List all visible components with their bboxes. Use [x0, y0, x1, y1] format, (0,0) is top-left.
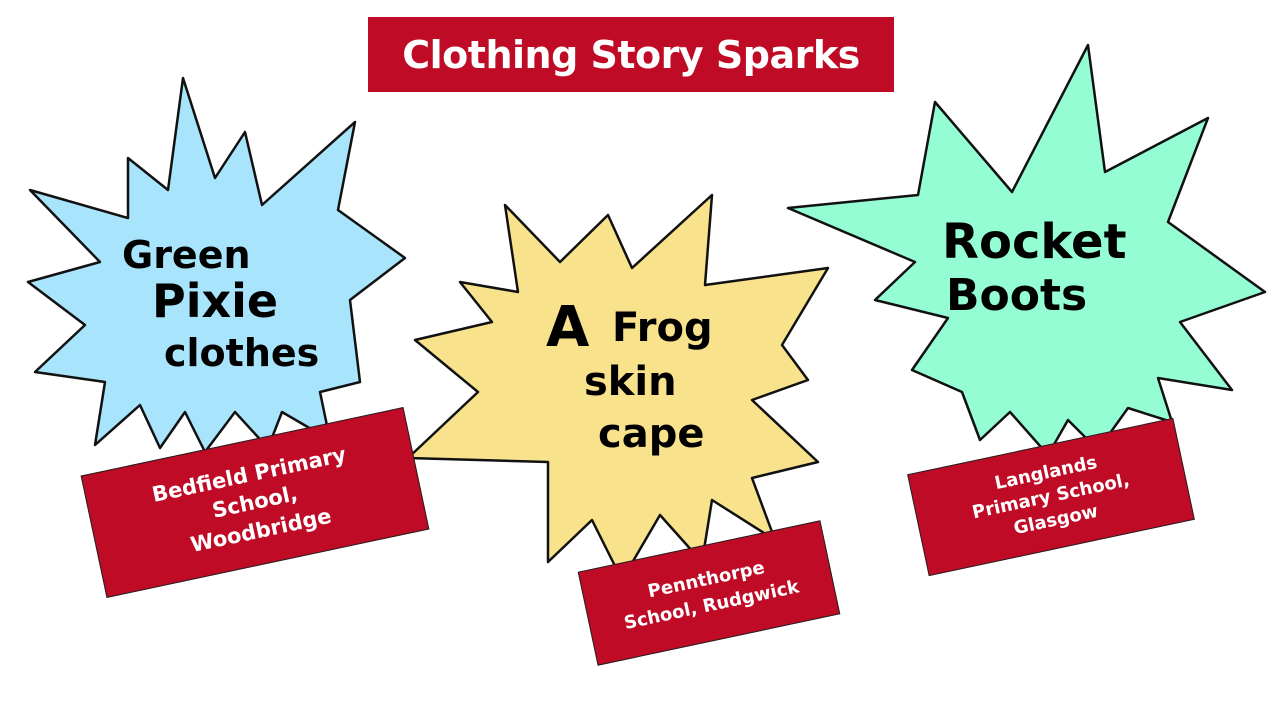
spark-2-line-1: A — [546, 295, 590, 360]
yellow-starburst — [406, 193, 830, 582]
spark-3-line-1: Rocket — [942, 214, 1127, 270]
spark-1-line-1: Green — [122, 233, 251, 277]
spark-2-line-4: cape — [598, 411, 705, 457]
spark-1-line-3: clothes — [164, 331, 320, 375]
spark-2-line-2: Frog — [612, 305, 713, 351]
page-title: Clothing Story Sparks — [402, 32, 860, 77]
spark-3-line-2: Boots — [946, 270, 1088, 321]
spark-2-line-3: skin — [584, 359, 677, 405]
spark-1-line-2: Pixie — [152, 274, 279, 328]
title-banner: Clothing Story Sparks — [368, 17, 894, 92]
